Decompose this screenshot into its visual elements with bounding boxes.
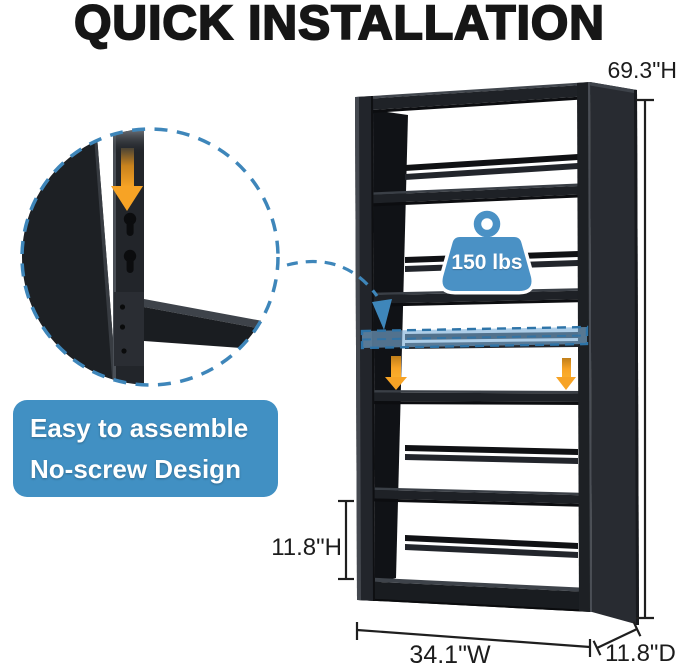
dim-label-bottom-shelf-height: 11.8"H [271, 534, 342, 561]
dim-line-width [355, 622, 592, 657]
detail-circle [20, 127, 280, 387]
page-title: QUICK INSTALLATION [73, 0, 605, 51]
weight-icon [439, 207, 535, 295]
weight-capacity-label: 150 lbs [451, 251, 523, 274]
dim-label-height: 69.3"H [607, 57, 677, 83]
highlight-shelf [360, 325, 589, 350]
dim-line-depth [592, 621, 642, 656]
down-arrow-icon [385, 356, 407, 390]
down-arrow-icon [111, 148, 143, 211]
pointer-dashed-arrow [286, 259, 392, 330]
dashed-circle-border [20, 127, 280, 387]
callout-line-2: No-screw Design [30, 454, 241, 484]
keyhole-slots [123, 212, 137, 273]
callout-line-1: Easy to assemble [30, 413, 249, 443]
shelf-posts [355, 82, 592, 612]
down-arrow-icon [556, 358, 576, 390]
dim-line-bottom-shelf-height [338, 499, 354, 581]
arrowhead-icon [372, 299, 392, 330]
shelf-unit [355, 82, 639, 625]
shelf-side-panel [590, 82, 639, 625]
dim-label-depth: 11.8"D [605, 640, 676, 667]
insert-direction-arrows [385, 356, 576, 390]
feature-callout-box: Easy to assemble No-screw Design [13, 400, 278, 497]
dimension-lines [338, 98, 654, 657]
dim-line-height [636, 98, 654, 620]
shelf-top-frame [356, 82, 590, 114]
shelf-bracket-closeup [114, 292, 268, 366]
dim-label-width: 34.1"W [409, 641, 491, 667]
shelf-base [358, 577, 592, 612]
